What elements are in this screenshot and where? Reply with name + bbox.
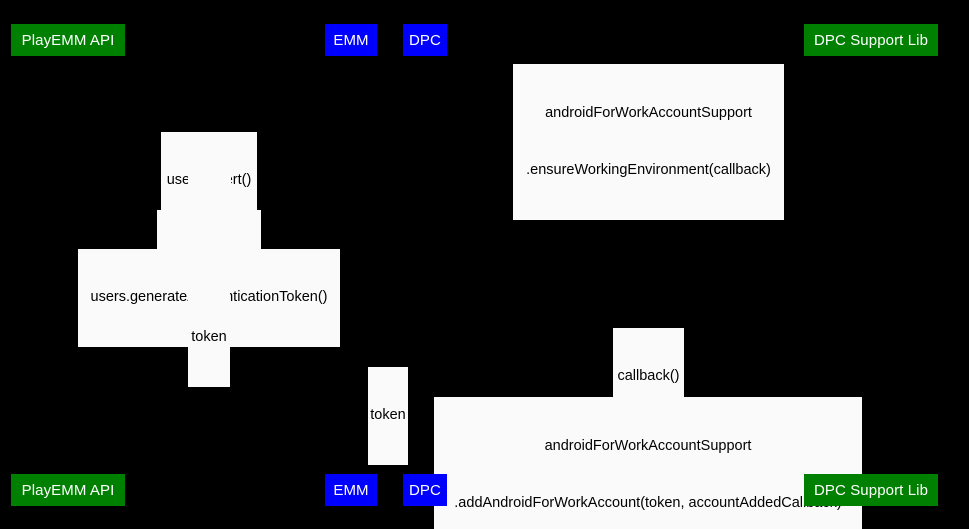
participant-top-dpc-support-lib[interactable]: DPC Support Lib	[804, 24, 938, 56]
participant-label: DPC	[409, 31, 441, 49]
message-label-ensure-working-environment: androidForWorkAccountSupport .ensureWork…	[513, 64, 784, 220]
participant-label: DPC Support Lib	[813, 481, 929, 499]
participant-bottom-dpc-support-lib[interactable]: DPC Support Lib	[804, 474, 938, 506]
participant-bottom-dpc[interactable]: DPC	[403, 474, 447, 506]
message-label-add-android-for-work-account: androidForWorkAccountSupport .addAndroid…	[434, 397, 862, 529]
participant-label: DPC	[409, 481, 441, 499]
message-line-2: .addAndroidForWorkAccount(token, account…	[454, 495, 842, 511]
message-line-1: callback()	[617, 368, 680, 384]
message-label-token-to-dpc: token	[368, 367, 408, 465]
message-line-1: token	[370, 407, 406, 423]
message-line-1: androidForWorkAccountSupport	[544, 438, 752, 454]
participant-label: EMM	[333, 31, 369, 49]
message-line-1: androidForWorkAccountSupport	[545, 105, 752, 121]
participant-label: EMM	[333, 481, 369, 499]
participant-top-dpc[interactable]: DPC	[403, 24, 447, 56]
message-label-token-to-emm: token	[188, 289, 230, 387]
participant-bottom-emm[interactable]: EMM	[325, 474, 377, 506]
message-line-1: token	[191, 329, 227, 345]
participant-label: PlayEMM API	[21, 31, 115, 49]
participant-top-emm[interactable]: EMM	[325, 24, 377, 56]
message-line-2: .ensureWorkingEnvironment(callback)	[526, 162, 771, 178]
participant-label: DPC Support Lib	[813, 31, 929, 49]
participant-bottom-playemm-api[interactable]: PlayEMM API	[11, 474, 125, 506]
participant-label: PlayEMM API	[21, 481, 115, 499]
participant-top-playemm-api[interactable]: PlayEMM API	[11, 24, 125, 56]
